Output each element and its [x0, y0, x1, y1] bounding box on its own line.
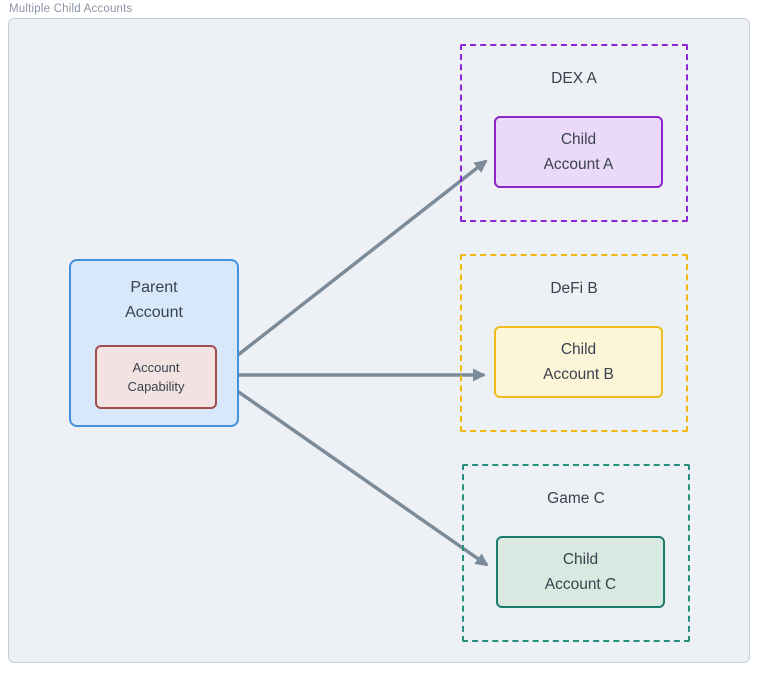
parent-label-line1: Parent	[130, 279, 178, 296]
child-a-label-line2: Account A	[543, 156, 614, 173]
child-c-label-line2: Account C	[544, 576, 617, 593]
parent-account-label: Parent Account	[71, 275, 237, 325]
arrow-to-child-a	[218, 159, 488, 371]
diagram-title: Multiple Child Accounts	[9, 3, 133, 15]
arrow-to-child-c	[218, 377, 489, 567]
parent-account-node: Parent Account Account Capability	[69, 259, 239, 427]
child-account-b-node: Child Account B	[494, 326, 663, 398]
account-capability-node: Account Capability	[95, 345, 217, 409]
child-account-a-node: Child Account A	[494, 116, 663, 188]
child-b-label-line2: Account B	[543, 366, 614, 383]
zone-game-c-label: Game C	[547, 490, 605, 507]
child-account-c-node: Child Account C	[496, 536, 665, 608]
zone-dex-a-label: DEX A	[551, 70, 597, 87]
zone-game-c: Game C Child Account C	[462, 464, 690, 642]
diagram-canvas: Parent Account Account Capability DEX A …	[8, 18, 750, 663]
parent-label-line2: Account	[125, 304, 183, 321]
zone-defi-b-label: DeFi B	[550, 280, 598, 297]
capability-label-line1: Account	[132, 360, 180, 375]
child-c-label-line1: Child	[562, 551, 599, 568]
zone-defi-b: DeFi B Child Account B	[460, 254, 688, 432]
capability-label-line2: Capability	[127, 379, 185, 394]
zone-dex-a: DEX A Child Account A	[460, 44, 688, 222]
child-a-label-line1: Child	[560, 131, 597, 148]
child-b-label-line1: Child	[560, 341, 597, 358]
